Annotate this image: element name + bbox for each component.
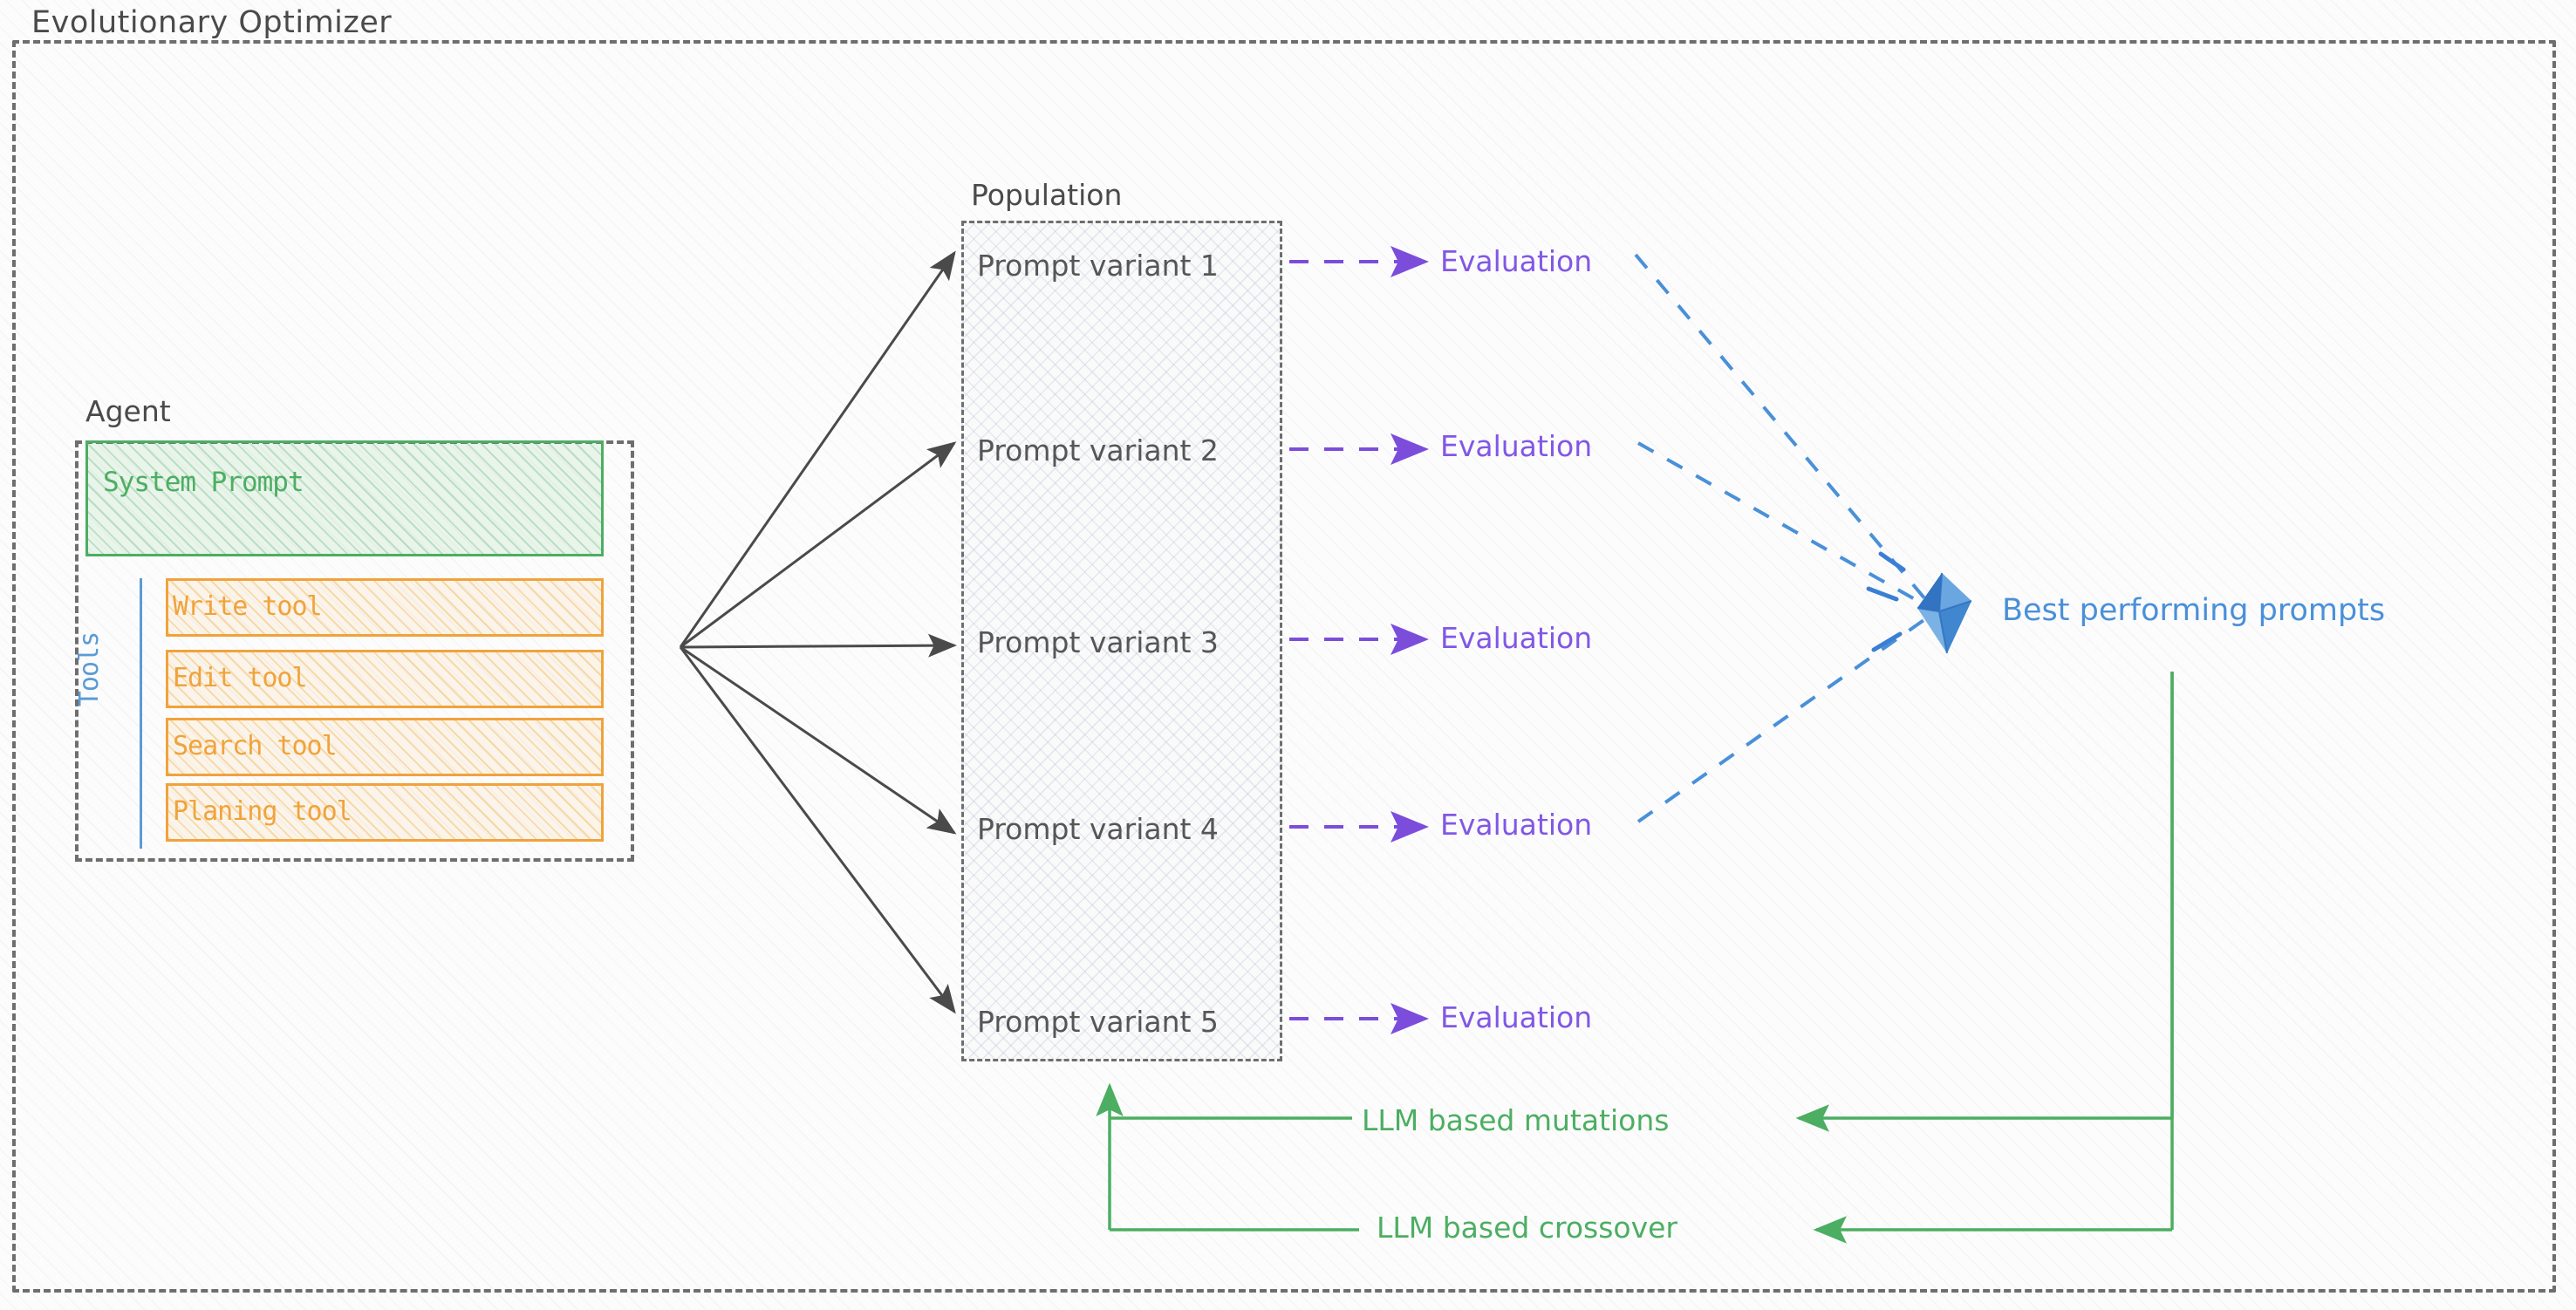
evaluation-label-1: Evaluation <box>1440 244 1593 278</box>
llm-based-crossover-label: LLM based crossover <box>1377 1211 1677 1245</box>
evaluation-label-2: Evaluation <box>1440 429 1593 463</box>
population-group-title: Population <box>971 178 1123 212</box>
prompt-variant-2[interactable]: Prompt variant 2 <box>977 433 1219 467</box>
tool-label-search: Search tool <box>173 731 338 761</box>
evaluation-label-5: Evaluation <box>1440 1000 1593 1034</box>
population-box <box>961 221 1282 1061</box>
best-performing-prompts-label: Best performing prompts <box>2002 593 2386 628</box>
prompt-variant-3[interactable]: Prompt variant 3 <box>977 625 1219 659</box>
prompt-variant-1[interactable]: Prompt variant 1 <box>977 249 1219 283</box>
prompt-variant-4[interactable]: Prompt variant 4 <box>977 812 1219 846</box>
feedback-loop-lines <box>1096 672 2174 1244</box>
tools-rail-divider <box>140 578 142 849</box>
tool-box-write[interactable] <box>166 578 604 637</box>
llm-based-mutations-label: LLM based mutations <box>1362 1103 1670 1137</box>
prompt-variant-5[interactable]: Prompt variant 5 <box>977 1005 1219 1039</box>
variant-to-evaluation-arrows <box>1289 246 1429 1034</box>
tool-label-planing: Planing tool <box>173 796 352 827</box>
system-prompt-box[interactable] <box>85 440 604 556</box>
tool-box-planing[interactable] <box>166 783 604 842</box>
system-prompt-label: System Prompt <box>103 467 304 498</box>
tool-label-write: Write tool <box>173 591 323 622</box>
tool-label-edit: Edit tool <box>173 663 308 693</box>
evaluation-label-4: Evaluation <box>1440 808 1593 842</box>
tool-box-search[interactable] <box>166 718 604 776</box>
evaluation-to-best-lines <box>1634 253 1937 823</box>
tool-box-edit[interactable] <box>166 650 604 708</box>
evolutionary-optimizer-frame <box>12 40 2556 1293</box>
gem-icon <box>1866 551 1972 654</box>
agent-group-title: Agent <box>85 394 171 428</box>
evaluation-label-3: Evaluation <box>1440 621 1593 655</box>
page-title: Evolutionary Optimizer <box>31 5 393 40</box>
agent-to-population-arrows <box>679 250 957 1014</box>
